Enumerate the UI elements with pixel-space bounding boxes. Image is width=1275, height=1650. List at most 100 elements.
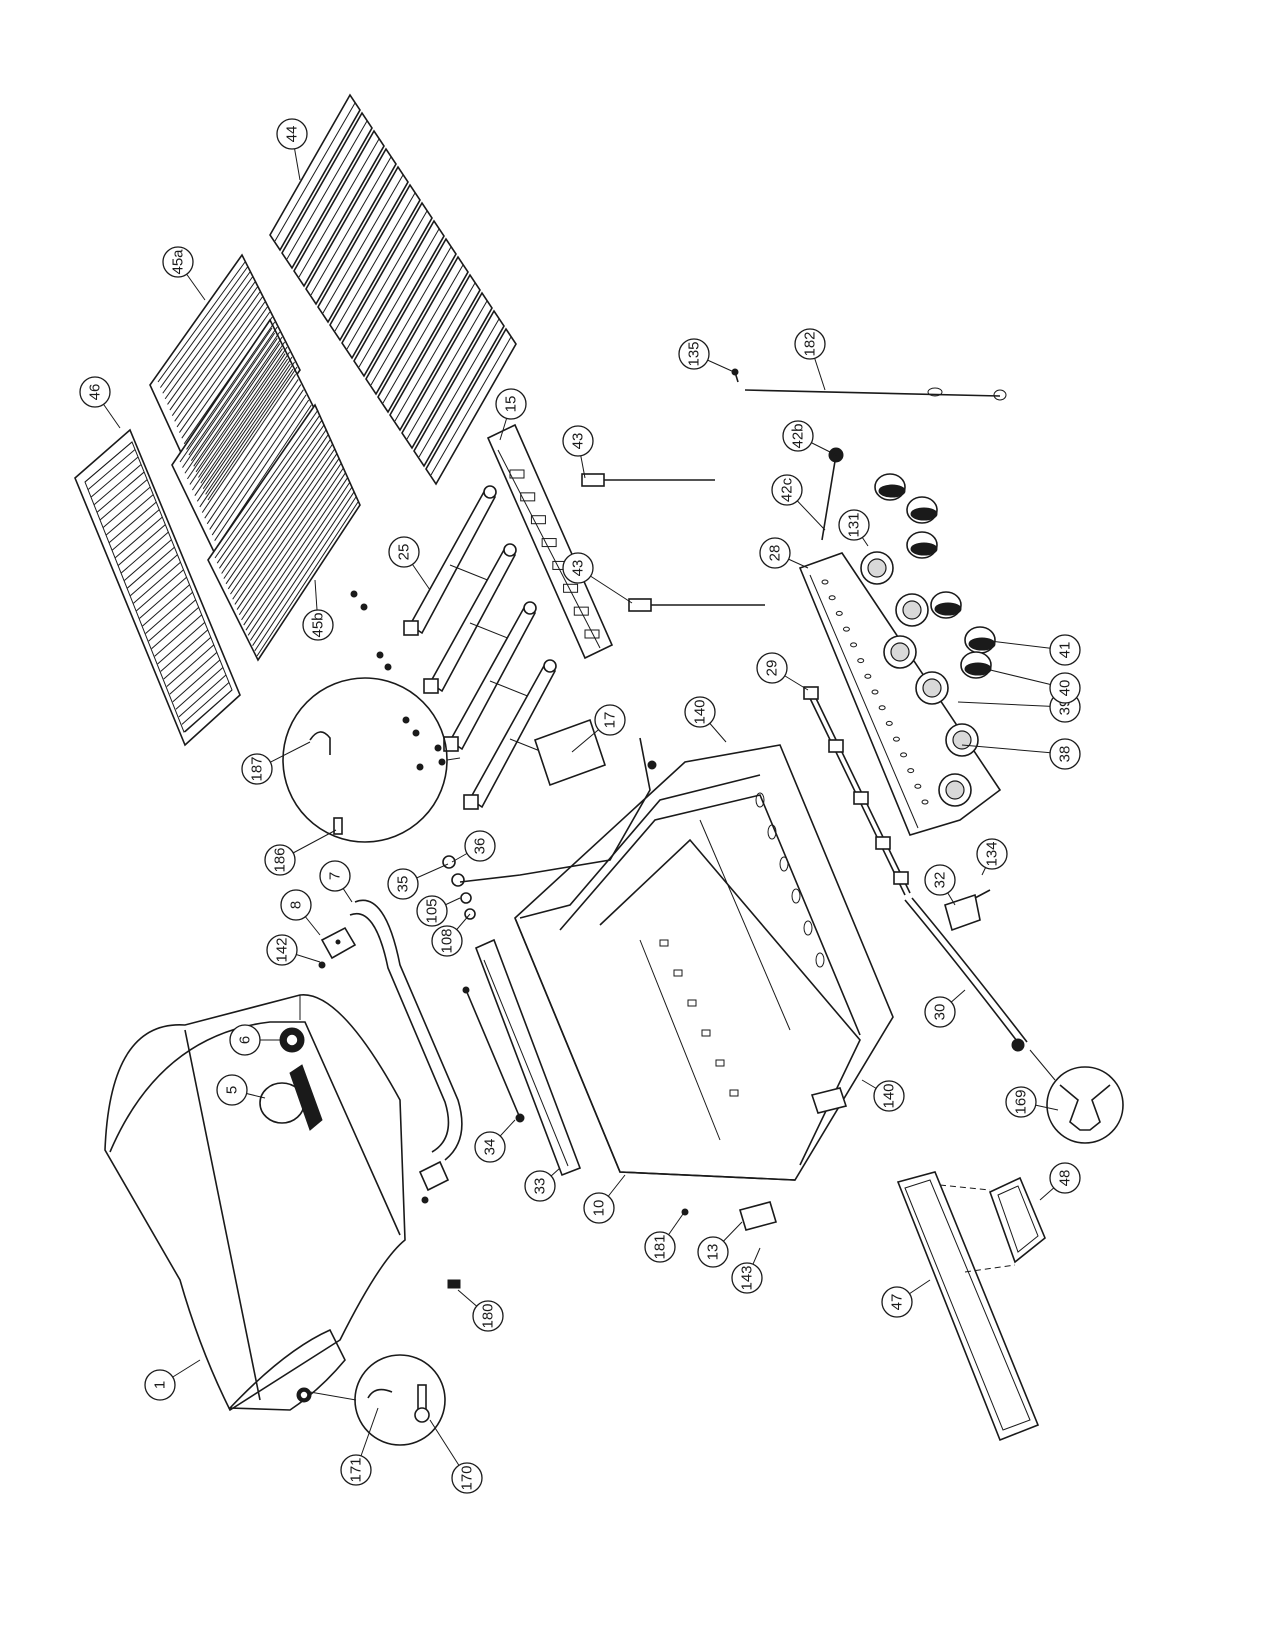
- callout-bubble: [756, 652, 788, 684]
- callout-180: 180: [457, 1289, 504, 1332]
- part-32-regulator-bracket: [944, 889, 991, 932]
- callout-42b: 42b: [782, 420, 837, 456]
- hood-hinge-bracket: [418, 1160, 450, 1204]
- callout-bubble: [264, 844, 296, 876]
- detail-186-187: [282, 677, 461, 843]
- part-182-rod: [744, 387, 1007, 401]
- callout-label: 7: [327, 872, 344, 880]
- callout-bubble: [474, 1131, 506, 1163]
- callout-41: 41: [981, 634, 1081, 666]
- callout-label: 108: [439, 928, 456, 953]
- callout-48: 48: [1039, 1162, 1081, 1201]
- callout-label: 41: [1057, 642, 1074, 659]
- callout-bubble: [924, 996, 956, 1028]
- callout-105: 105: [416, 895, 461, 927]
- callout-10: 10: [583, 1174, 626, 1224]
- callout-bubble: [583, 1192, 615, 1224]
- callout-label: 45a: [170, 249, 187, 275]
- callout-170: 170: [429, 1419, 483, 1494]
- callout-43: 43: [562, 552, 633, 604]
- callout-bubble: [79, 376, 111, 408]
- callout-bubble: [1049, 672, 1081, 704]
- callout-bubble: [782, 420, 814, 452]
- callout-label: 142: [274, 937, 291, 962]
- part-28-control-panel: [798, 552, 1002, 836]
- callout-bubble: [678, 338, 710, 370]
- part-43-igniter-electrodes: [581, 473, 765, 612]
- callout-32: 32: [924, 864, 956, 906]
- callout-182: 182: [794, 328, 826, 391]
- callout-label: 34: [482, 1139, 499, 1156]
- callout-36: 36: [451, 830, 496, 863]
- callout-label: 171: [348, 1457, 365, 1482]
- callout-label: 140: [881, 1083, 898, 1108]
- callout-label: 32: [932, 872, 949, 889]
- callout-169: 169: [1005, 1086, 1059, 1118]
- callout-13: 13: [697, 1221, 743, 1268]
- callout-label: 13: [705, 1244, 722, 1261]
- callout-bubble: [266, 934, 298, 966]
- callout-17: 17: [571, 704, 626, 753]
- callout-label: 6: [237, 1036, 254, 1044]
- callout-5: 5: [216, 1074, 266, 1106]
- callout-bubble: [838, 509, 870, 541]
- callout-bubble: [881, 1286, 913, 1318]
- part-25-burners: [403, 485, 561, 810]
- callout-label: 105: [424, 898, 441, 923]
- callout-140: 140: [684, 696, 727, 743]
- part-10-firebox: [514, 744, 894, 1181]
- callout-label: 15: [503, 396, 520, 413]
- callout-38: 38: [961, 738, 1081, 770]
- callout-47: 47: [881, 1279, 931, 1318]
- part-44-flame-tamers: [269, 93, 517, 486]
- part-34-rod: [462, 986, 525, 1123]
- callout-bubble: [241, 753, 273, 785]
- part-15-burner-rail: [486, 423, 614, 660]
- callout-142: 142: [266, 934, 321, 966]
- callout-bubble: [319, 860, 351, 892]
- part-8-bracket: [320, 926, 357, 960]
- callout-label: 135: [686, 341, 703, 366]
- callout-bubble: [924, 864, 956, 896]
- callout-45b: 45b: [302, 579, 334, 641]
- callout-leader: [957, 701, 1066, 708]
- callout-bubble: [464, 830, 496, 862]
- callout-131: 131: [838, 509, 870, 547]
- callout-45a: 45a: [162, 246, 206, 301]
- part-33-rotisserie-burner: [474, 938, 582, 1177]
- callout-bubble: [731, 1262, 763, 1294]
- callout-bubble: [280, 889, 312, 921]
- callout-bubble: [1005, 1086, 1037, 1118]
- callout-bubble: [144, 1369, 176, 1401]
- callout-label: 180: [480, 1303, 497, 1328]
- callout-46: 46: [79, 376, 121, 429]
- callout-bubble: [976, 838, 1008, 870]
- callout-bubble: [276, 118, 308, 150]
- callout-6: 6: [229, 1024, 280, 1056]
- part-142-screw: [318, 961, 326, 969]
- callout-label: 187: [249, 756, 266, 781]
- callout-label: 169: [1013, 1089, 1030, 1114]
- callout-label: 8: [288, 901, 305, 909]
- part-29-valve-manifold: [803, 686, 911, 896]
- callout-187: 187: [241, 741, 311, 785]
- callout-label: 131: [846, 512, 863, 537]
- callout-label: 42c: [779, 477, 796, 502]
- callout-8: 8: [280, 889, 321, 936]
- callout-bubble: [684, 696, 716, 728]
- callout-label: 35: [395, 876, 412, 893]
- callout-44: 44: [276, 118, 308, 181]
- callout-15: 15: [495, 388, 527, 441]
- callout-181: 181: [644, 1213, 684, 1263]
- callout-leader: [961, 744, 1066, 755]
- callout-bubble: [216, 1074, 248, 1106]
- part-180-bumper: [447, 1279, 461, 1289]
- callout-label: 47: [889, 1294, 906, 1311]
- callout-label: 140: [692, 699, 709, 724]
- callout-134: 134: [976, 838, 1008, 876]
- callout-186: 186: [264, 829, 337, 876]
- part-181-screw: [681, 1208, 689, 1216]
